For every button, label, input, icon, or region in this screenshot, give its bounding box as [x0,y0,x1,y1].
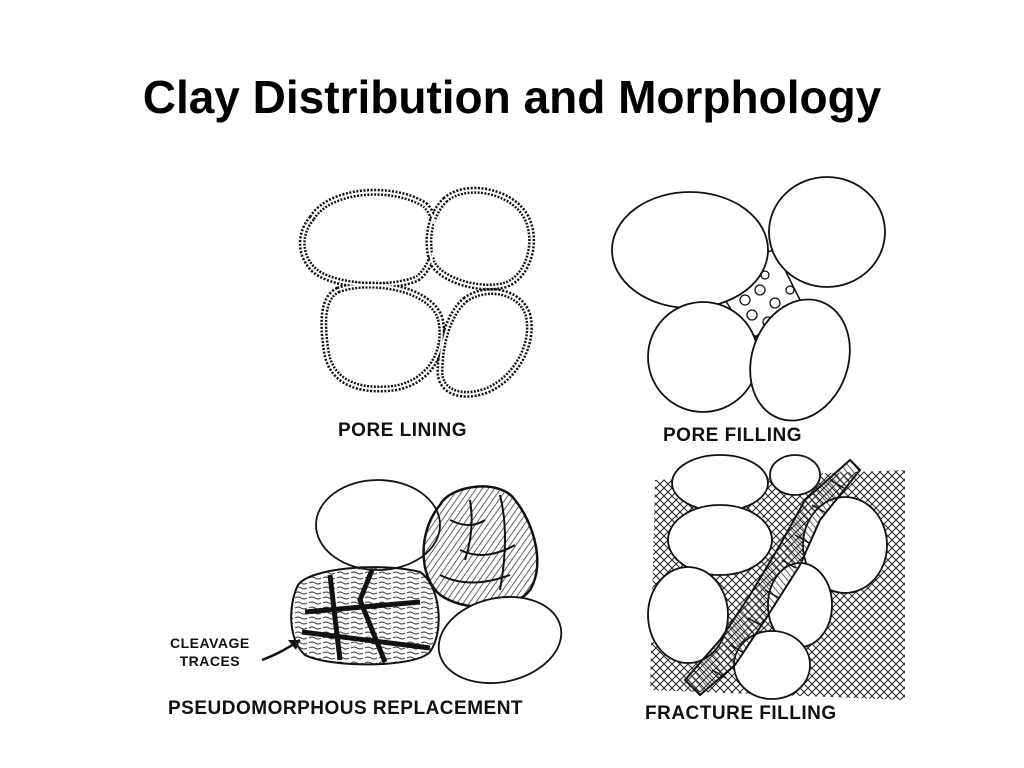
label-pseudomorphous-replacement: PSEUDOMORPHOUS REPLACEMENT [168,698,524,719]
pseudomorphous-panel [261,479,563,684]
grain [768,176,886,288]
grain [436,288,533,398]
grain [667,504,773,576]
replaced-grain [422,485,539,609]
grain [671,454,769,512]
fracture-fill [683,458,862,697]
grain [647,566,729,664]
grain [647,301,759,413]
annotation-line-1: CLEAVAGE [170,635,250,651]
fracture-filling-panel [647,454,905,700]
label-fracture-filling: FRACTURE FILLING [645,703,837,724]
slide-title: Clay Distribution and Morphology [142,71,882,123]
label-pore-lining: PORE LINING [338,420,468,441]
grain [749,298,851,422]
cleavage-trace [304,599,421,615]
grain [315,479,441,571]
grain [769,454,821,496]
cleavage-trace [301,629,431,651]
pore-lining-panel [298,186,536,398]
grain [611,191,769,309]
cleavage-trace [327,574,343,661]
label-pore-filling: PORE FILLING [663,425,802,446]
annotation-line-2: TRACES [179,653,241,669]
pore-filling-panel [611,176,886,422]
annotation-cleavage-traces: CLEAVAGE TRACES [170,634,250,670]
grain [437,596,563,684]
